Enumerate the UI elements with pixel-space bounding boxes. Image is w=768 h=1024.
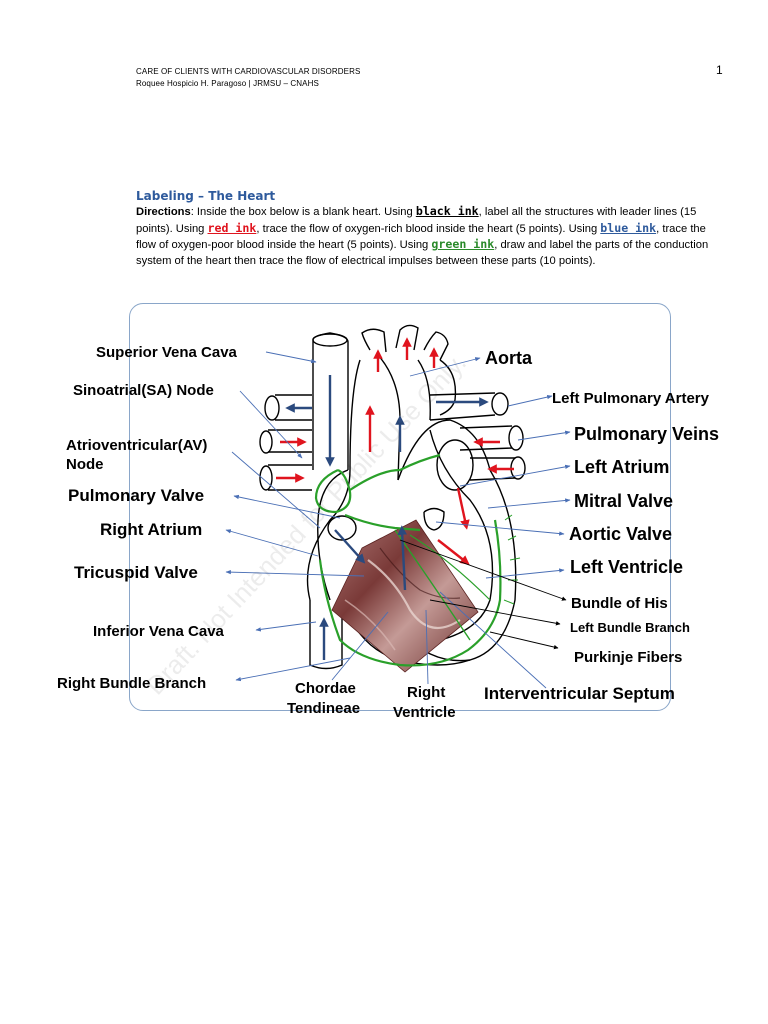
- label-mitral-valve: Mitral Valve: [574, 491, 673, 511]
- directions-paragraph: Directions: Inside the box below is a bl…: [136, 204, 716, 269]
- label-bundle-of-his: Bundle of His: [571, 595, 668, 612]
- label-left-atrium: Left Atrium: [574, 457, 669, 477]
- label-chordae-line1: Chordae: [295, 680, 356, 697]
- directions-label: Directions: [136, 206, 191, 218]
- conduction-leader-lines: [399, 539, 567, 650]
- green-ink-keyword: green ink: [431, 237, 495, 252]
- label-right-ventricle-line2: Ventricle: [393, 704, 456, 721]
- red-flow-arrows: [276, 337, 514, 565]
- label-av-node-line1: Atrioventricular(AV): [66, 437, 207, 454]
- label-left-bundle-branch: Left Bundle Branch: [570, 620, 690, 635]
- label-right-atrium: Right Atrium: [100, 520, 202, 539]
- directions-text-5: , draw and label the parts of the conduc…: [136, 239, 709, 267]
- page-number: 1: [716, 63, 723, 77]
- blue-flow-arrows: [285, 375, 489, 660]
- label-purkinje-fibers: Purkinje Fibers: [574, 649, 682, 666]
- label-left-pulmonary-artery: Left Pulmonary Artery: [552, 390, 710, 407]
- blue-ink-keyword: blue ink: [600, 220, 657, 235]
- diagram-box: [129, 303, 671, 711]
- directions-text-3: , trace the flow of oxygen-rich blood in…: [256, 222, 601, 235]
- label-sa-node: Sinoatrial(SA) Node: [73, 382, 214, 399]
- label-tricuspid-valve: Tricuspid Valve: [74, 563, 198, 582]
- label-left-ventricle: Left Ventricle: [570, 557, 683, 577]
- label-right-bundle-branch: Right Bundle Branch: [57, 675, 206, 692]
- label-pulmonary-veins: Pulmonary Veins: [574, 424, 719, 444]
- label-aortic-valve: Aortic Valve: [569, 524, 672, 544]
- label-av-node-line2: Node: [66, 456, 104, 473]
- leader-lines: [225, 351, 571, 689]
- header-author: Roquee Hospicio H. Paragoso | JRMSU – CN…: [136, 79, 319, 88]
- label-chordae-line2: Tendineae: [287, 700, 360, 717]
- label-right-ventricle-line1: Right: [407, 684, 445, 701]
- red-ink-keyword: red ink: [207, 220, 257, 235]
- label-interventricular-septum: Interventricular Septum: [484, 684, 675, 703]
- header-course-title: CARE OF CLIENTS WITH CARDIOVASCULAR DISO…: [136, 67, 361, 76]
- heart-outline: [259, 324, 526, 670]
- directions-text-2: , label all the structures with leader l…: [136, 206, 697, 235]
- label-inferior-vena-cava: Inferior Vena Cava: [93, 623, 225, 640]
- label-aorta: Aorta: [485, 348, 533, 368]
- label-superior-vena-cava: Superior Vena Cava: [96, 344, 238, 361]
- black-ink-keyword: black ink: [415, 204, 479, 218]
- directions-text-1: : Inside the box below is a blank heart.…: [190, 206, 416, 218]
- ventricle-tissue-image: [331, 519, 479, 673]
- section-title: Labeling – The Heart: [136, 189, 276, 203]
- label-pulmonary-valve: Pulmonary Valve: [68, 486, 204, 505]
- directions-text-4: , trace the flow of oxygen-poor blood in…: [136, 222, 706, 252]
